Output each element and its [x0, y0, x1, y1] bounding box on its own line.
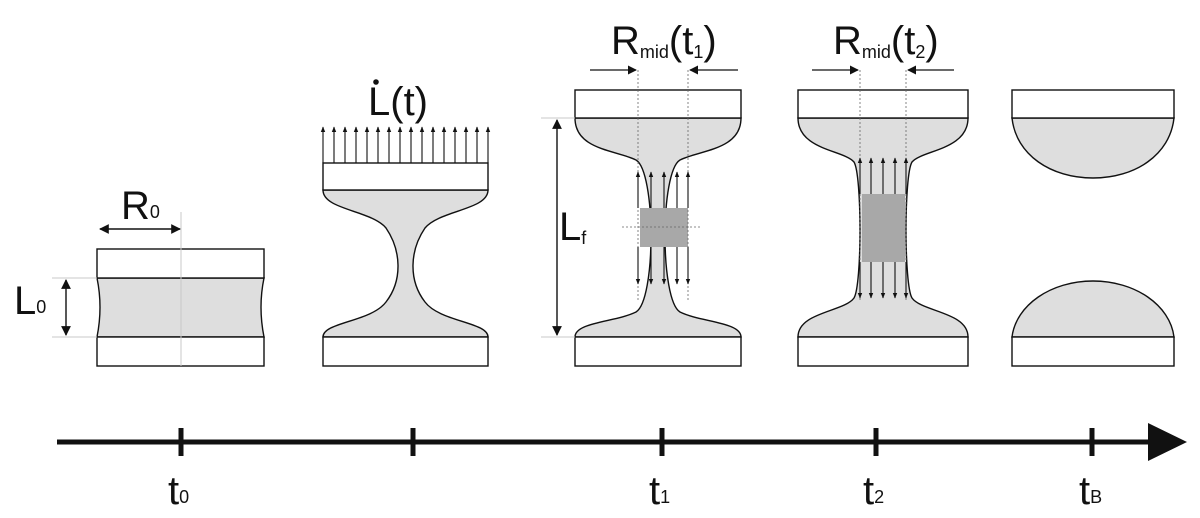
top-plate-t2 [797, 89, 969, 119]
pull-rate-label: L(t) [368, 80, 428, 124]
tick-label-t0: t0 [168, 469, 189, 513]
time-axis-arrowhead [1148, 423, 1187, 461]
bottom-plate-breakup [1011, 336, 1175, 367]
stage-t1: Rmid(t1) Lf [541, 19, 742, 367]
timeline: t0 t1 t2 tB [57, 423, 1187, 513]
rmid2-label: Rmid(t2) [833, 19, 939, 63]
pull-rate-dot [373, 79, 379, 85]
bottom-plate-pulling [322, 336, 489, 367]
lf-label: Lf [559, 205, 587, 249]
fluid-breakup-bottom [1011, 280, 1175, 338]
fluid-breakup-top [1011, 117, 1175, 179]
stage-initial: R0 L0 [14, 184, 265, 367]
tick-label-t1: t1 [649, 469, 670, 513]
bottom-plate-t1 [574, 336, 742, 367]
top-plate-pulling [322, 162, 489, 191]
tick-label-t2: t2 [863, 469, 884, 513]
stress-arrows-t1 [635, 171, 691, 285]
bottom-plate-t2 [797, 336, 969, 367]
fluid-pulling [322, 189, 489, 338]
stage-pulling: L(t) [320, 79, 491, 367]
core-t2 [862, 194, 905, 262]
core-t1 [640, 208, 688, 247]
l0-label: L0 [14, 279, 46, 323]
top-plate-breakup [1011, 89, 1175, 119]
stage-t2: Rmid(t2) [797, 19, 969, 367]
r0-label: R0 [121, 184, 160, 228]
top-plate-t1 [574, 89, 742, 119]
stage-breakup [1011, 89, 1175, 367]
tick-label-tb: tB [1079, 469, 1102, 513]
pull-arrows [320, 126, 491, 163]
rmid1-label: Rmid(t1) [611, 19, 717, 63]
stress-arrows-t2 [857, 157, 909, 299]
